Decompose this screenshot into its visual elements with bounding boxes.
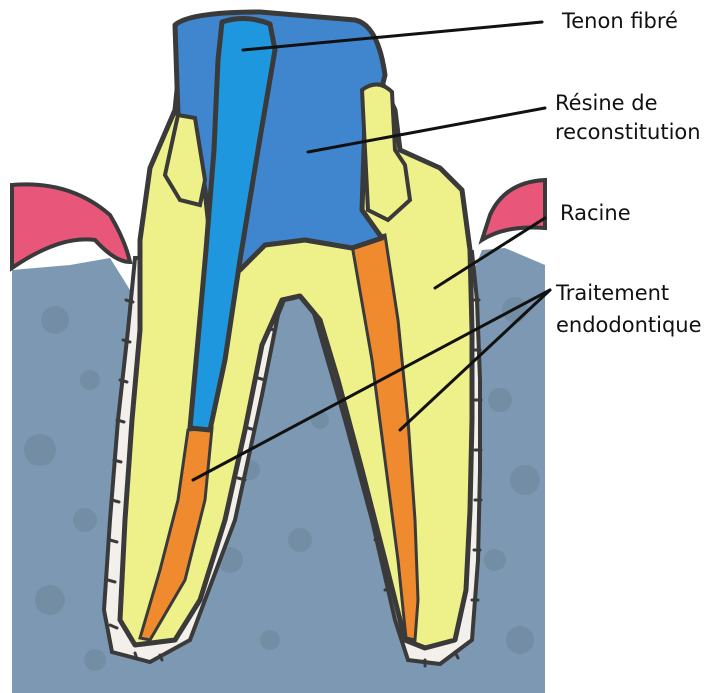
- label-racine: Racine: [560, 200, 631, 226]
- label-traitement-line2: endodontique: [556, 312, 702, 338]
- label-resine-line1: Résine de: [555, 90, 658, 116]
- gum-left: [12, 184, 130, 268]
- gum-right: [482, 180, 545, 240]
- label-resine-line2: reconstitution: [555, 119, 701, 145]
- label-traitement-line1: Traitement: [556, 280, 669, 306]
- label-tenon-fibre: Tenon fibré: [562, 8, 678, 34]
